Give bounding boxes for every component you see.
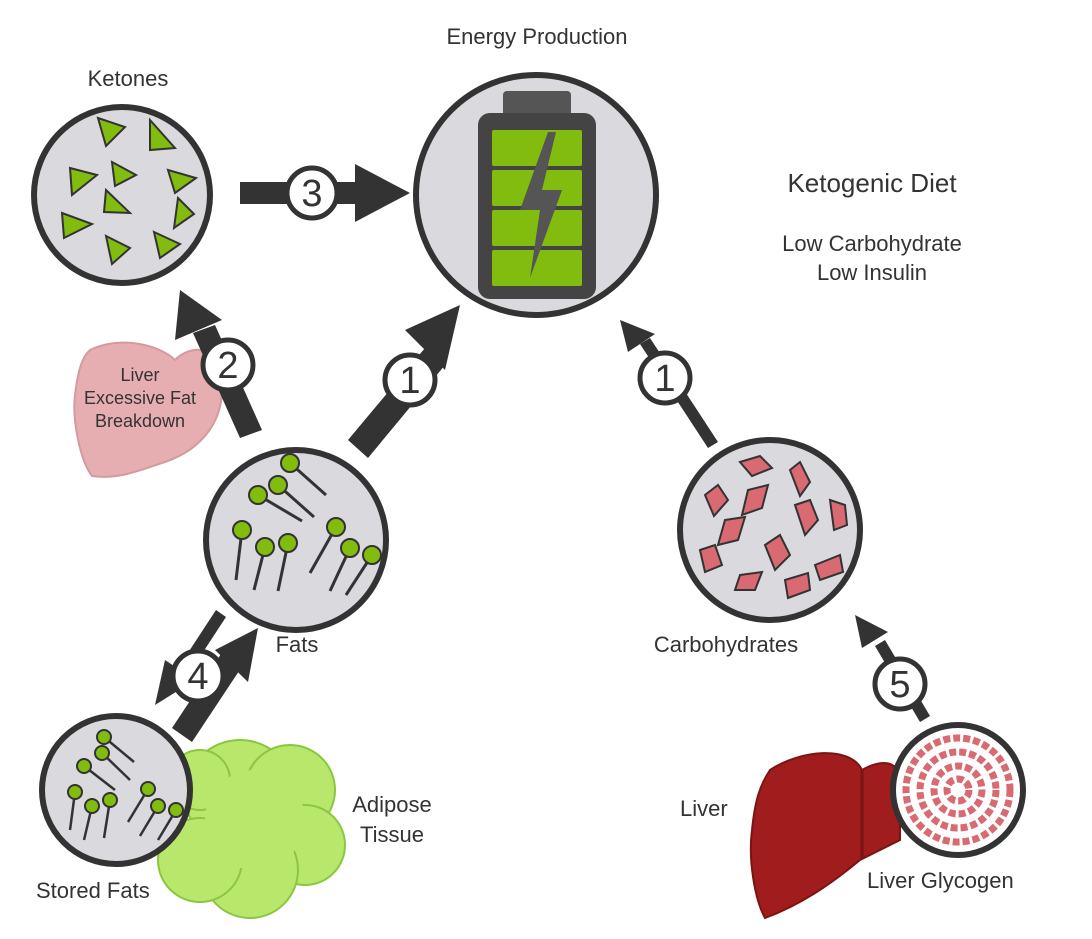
lightning-bolt-icon bbox=[520, 132, 562, 278]
energy-production-label: Energy Production bbox=[446, 24, 628, 49]
liver-pink-icon bbox=[73, 341, 223, 478]
liver-breakdown-label: Liver Excessive Fat Breakdown bbox=[84, 364, 196, 433]
liver-glycogen-label: Liver Glycogen bbox=[867, 868, 1014, 893]
svg-text:5: 5 bbox=[889, 664, 910, 706]
info-line-2: Low Insulin bbox=[816, 260, 928, 285]
energy-production-circle bbox=[413, 72, 659, 318]
carbohydrates-circle bbox=[677, 437, 863, 623]
step-badge-1-fats: 1 bbox=[382, 352, 438, 408]
ketones-label: Ketones bbox=[87, 66, 169, 91]
battery-icon bbox=[478, 91, 596, 299]
liver-breakdown-line-2: Excessive Fat bbox=[83, 388, 197, 408]
step-badge-4: 4 bbox=[170, 648, 226, 704]
liver-breakdown-line-1: Liver bbox=[120, 365, 160, 385]
svg-text:3: 3 bbox=[301, 173, 322, 215]
liver-breakdown-line-3: Breakdown bbox=[94, 411, 186, 431]
svg-text:1: 1 bbox=[654, 358, 675, 400]
stored-fats-label: Stored Fats bbox=[36, 878, 150, 903]
liver-glycogen-circle bbox=[890, 722, 1026, 858]
svg-text:2: 2 bbox=[217, 345, 238, 387]
adipose-tissue-icon bbox=[157, 739, 346, 919]
ketones-circle bbox=[31, 104, 213, 286]
liver-label: Liver bbox=[680, 796, 728, 821]
info-title: Ketogenic Diet bbox=[787, 168, 957, 198]
info-line-1: Low Carbohydrate bbox=[782, 231, 962, 256]
step-badge-3: 3 bbox=[284, 165, 340, 221]
svg-text:1: 1 bbox=[399, 360, 420, 402]
fats-circle bbox=[203, 447, 389, 633]
fats-label: Fats bbox=[275, 632, 319, 657]
stored-fats-circle bbox=[39, 713, 193, 867]
tissue-label: Tissue bbox=[360, 822, 424, 847]
liver-red-icon bbox=[749, 752, 901, 920]
step-badge-1-carbs: 1 bbox=[637, 350, 693, 406]
adipose-label: Adipose bbox=[352, 792, 432, 817]
svg-text:4: 4 bbox=[187, 656, 208, 698]
step-badge-5: 5 bbox=[872, 656, 928, 712]
carbohydrates-label: Carbohydrates bbox=[653, 632, 799, 657]
step-badge-2: 2 bbox=[200, 337, 256, 393]
